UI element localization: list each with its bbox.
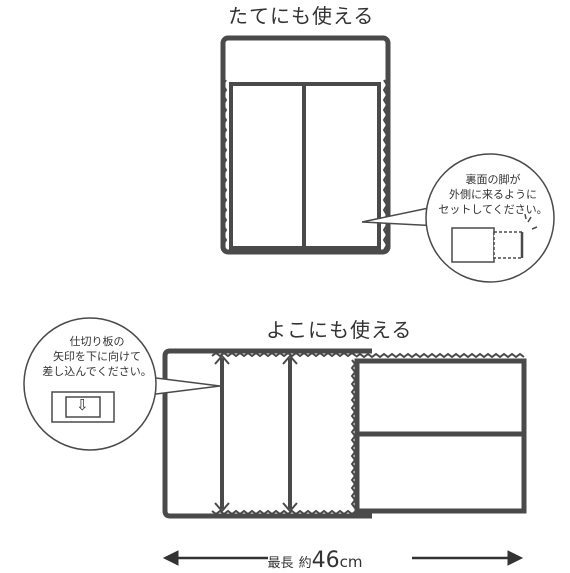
measurement-arrow	[162, 550, 524, 566]
divider-2-arrow-top	[282, 354, 298, 365]
measurement-unit: cm	[339, 553, 363, 571]
insert-arrow-inner	[65, 396, 101, 418]
vertical-use-title: たてにも使える	[228, 4, 375, 28]
horizontal-zigzag-top-right	[355, 352, 525, 359]
horizontal-box-outer	[162, 348, 372, 519]
callout-horizontal	[23, 317, 221, 451]
divider-1-arrow-top	[214, 354, 230, 365]
divider-2-arrow-bottom	[282, 502, 298, 513]
measurement-prefix: 最長	[267, 556, 294, 571]
measurement-value: 46	[311, 548, 340, 573]
foot-illustration-body	[451, 227, 495, 263]
horizontal-box	[162, 348, 527, 519]
callout-vertical-line-1: 裏面の脚が	[465, 173, 521, 186]
down-arrow-icon: ⇩	[76, 396, 89, 414]
callout-horizontal-line-3: 差し込んでください。	[42, 365, 152, 378]
horizontal-zigzag-top-left	[211, 351, 357, 358]
callout-horizontal-line-1: 仕切り板の	[69, 335, 125, 348]
vertical-box	[220, 35, 391, 255]
callout-vertical-line-3: セットしてください。	[438, 203, 548, 216]
vertical-box-zigzag-left	[221, 79, 228, 251]
measurement-arrowhead-left	[162, 550, 179, 566]
measurement-arrowhead-right	[507, 550, 524, 566]
callout-horizontal-text: 仕切り板の 矢印を下に向けて 差し込んでください。	[22, 334, 172, 379]
measurement-label: 最長 約46cm	[230, 548, 400, 573]
horizontal-zigzag-bottom-left	[211, 509, 357, 516]
callout-vertical-text: 裏面の脚が 外側に来るように セットしてください。	[428, 172, 558, 217]
callout-horizontal-pointer	[139, 375, 221, 396]
divider-1-arrow-bottom	[214, 502, 230, 513]
callout-vertical-pointer	[361, 204, 444, 227]
foot-illustration-spark	[524, 213, 538, 230]
callout-vertical	[361, 153, 555, 283]
callout-horizontal-line-2: 矢印を下に向けて	[53, 350, 141, 363]
foot-illustration-foot	[493, 231, 523, 259]
horizontal-use-title: よこにも使える	[266, 318, 413, 342]
measurement-approx: 約	[298, 556, 312, 571]
callout-vertical-line-2: 外側に来るように	[449, 188, 537, 201]
